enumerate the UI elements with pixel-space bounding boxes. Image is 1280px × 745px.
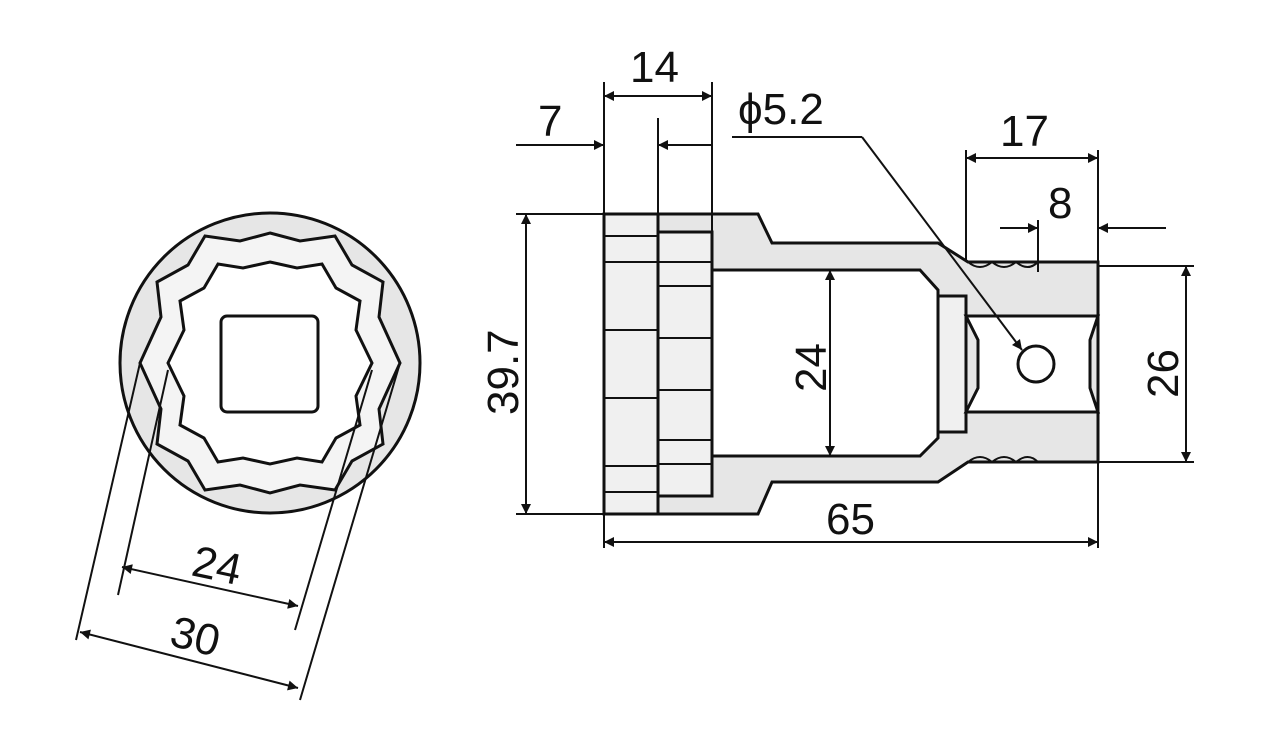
dim-line-30-end [79, 629, 299, 691]
square-drive-hole [219, 314, 320, 414]
label-end-24: 24 [188, 537, 246, 595]
label-26: 26 [1139, 349, 1188, 398]
ext-line-30-right [299, 362, 401, 701]
ext-line-24-left [117, 369, 169, 596]
label-39-7: 39.7 [479, 329, 528, 415]
label-pin-hole: ϕ5.2 [738, 85, 824, 134]
side-view [602, 212, 1101, 516]
ext-line-30-left [75, 362, 141, 641]
label-7: 7 [538, 97, 562, 146]
hex-section [656, 230, 714, 498]
groove-top [967, 260, 1039, 268]
ext-line-24-right [294, 369, 373, 631]
label-8: 8 [1048, 179, 1072, 228]
bore-step [936, 294, 968, 434]
leader-pin-hole-diag [861, 136, 1023, 351]
hex-flange [602, 212, 660, 516]
dim-line-24-end [121, 564, 299, 609]
label-end-30: 30 [166, 607, 225, 666]
label-65: 65 [826, 495, 875, 544]
groove-bottom [967, 456, 1039, 464]
end-view [118, 211, 422, 515]
label-24-bore: 24 [787, 343, 836, 392]
label-14: 14 [630, 43, 679, 92]
label-17: 17 [1000, 107, 1049, 156]
pin-hole [1016, 344, 1056, 384]
